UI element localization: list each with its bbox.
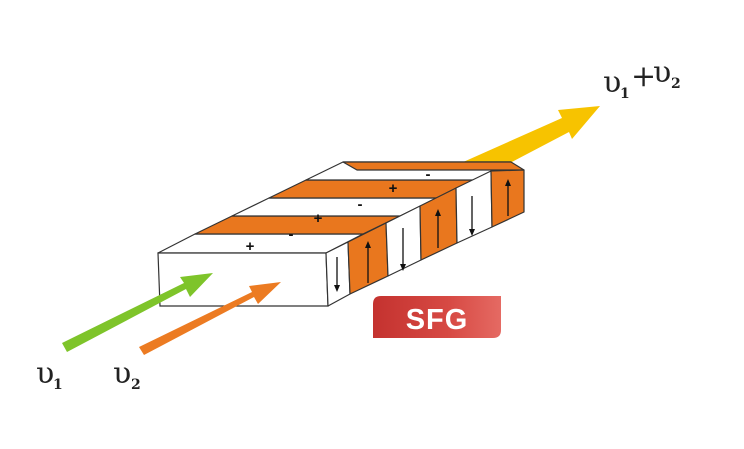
side-domain-1 [325,241,351,307]
polarization-arrows [334,179,511,292]
sfg-badge-background [373,296,501,338]
label-input-2-base: υ [113,356,131,391]
domain-sign: + [389,180,398,197]
down-arrow-icon [334,257,340,292]
domain-sign: - [426,166,431,183]
sfg-badge-label: SFG [406,304,469,336]
label-output: υ 1 + υ 2 [603,55,681,102]
sfg-badge: SFG [373,296,501,338]
label-input-2: υ 2 [113,356,141,393]
green-beam-arrow [62,273,213,352]
label-output-base-1: υ [603,65,621,100]
top-domain-6 [342,161,525,171]
up-arrow-icon [435,209,441,248]
domain-sign: + [246,238,255,255]
input-beams [62,273,281,355]
label-output-base-2: υ [653,55,671,90]
down-arrow-icon [469,196,475,236]
label-output-plus: + [631,59,656,94]
label-input-2-sub: 2 [131,377,141,393]
domain-signs: + - + - + - [246,166,431,255]
crystal-side-face [325,169,525,307]
down-arrow-icon [400,228,406,271]
label-output-sub-2: 2 [671,76,681,92]
domain-sign: + [314,210,323,227]
domain-sign: - [289,226,294,243]
up-arrow-icon [505,179,511,216]
orange-beam-arrow [139,282,281,355]
label-input-1: υ 1 [36,356,63,393]
label-input-1-sub: 1 [53,377,63,393]
label-output-sub-1: 1 [620,86,630,102]
label-input-1-base: υ [36,356,54,391]
domain-sign: - [358,196,363,213]
up-arrow-icon [365,241,371,283]
